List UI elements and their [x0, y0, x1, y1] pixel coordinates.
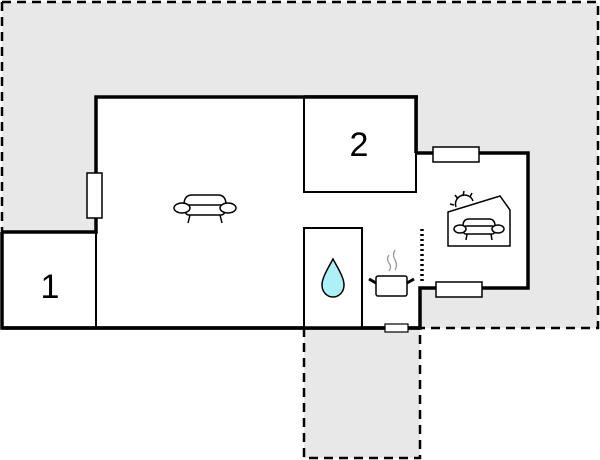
water-drop-icon [321, 257, 345, 298]
room-bedroom-1: 1 [41, 232, 97, 328]
room-bathroom [303, 227, 363, 329]
cooking-pot-icon [368, 249, 415, 297]
patio-area [302, 328, 422, 460]
room-label-1: 1 [41, 268, 60, 306]
window-top-right [432, 146, 480, 163]
sun-icon [449, 190, 474, 208]
room-bedroom-2: 2 [303, 95, 418, 193]
window-left [86, 172, 103, 219]
room-label-2: 2 [350, 126, 369, 164]
sunroom-sofa-icon [447, 190, 511, 247]
window-bottom [384, 323, 409, 333]
sofa-icon [173, 194, 237, 224]
window-bottom-right [435, 281, 483, 298]
